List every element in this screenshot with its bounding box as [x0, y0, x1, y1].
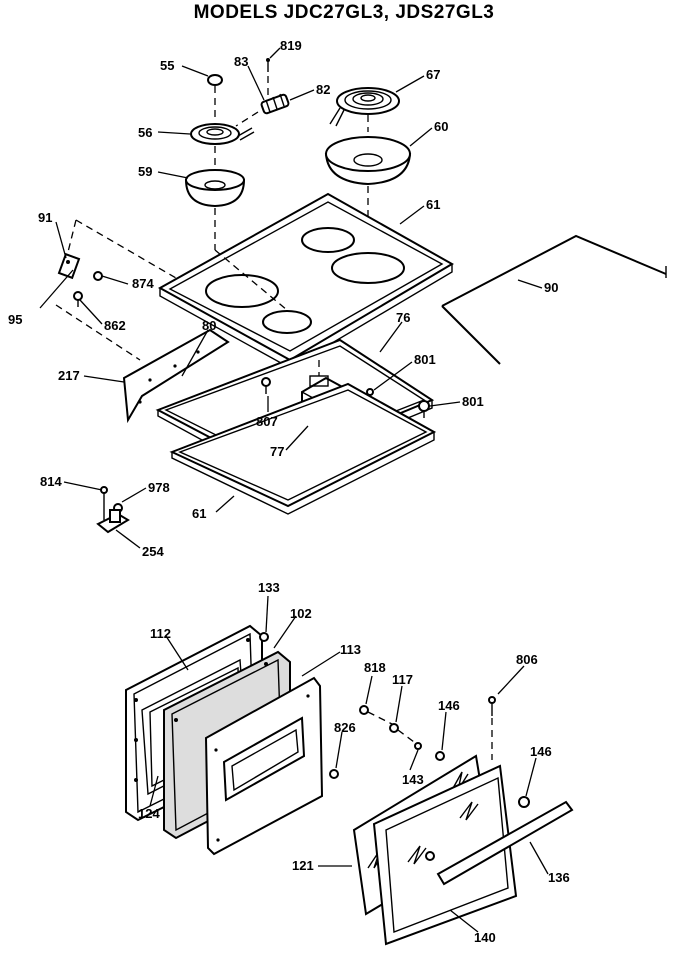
label-121: 121: [292, 858, 314, 873]
part-56-small-surface-unit: [190, 123, 255, 145]
part-146-spacer-2: [518, 796, 530, 808]
part-67-large-surface-unit: [329, 87, 400, 127]
part-60-large-drip-pan: [324, 136, 412, 186]
label-91: 91: [38, 210, 52, 225]
part-217-bracket: [122, 328, 230, 424]
part-55-cap: [207, 74, 223, 122]
label-61-bottom: 61: [192, 506, 206, 521]
label-217: 217: [58, 368, 80, 383]
label-80: 80: [202, 318, 216, 333]
label-82: 82: [316, 82, 330, 97]
part-136-trim: [436, 800, 574, 886]
label-59: 59: [138, 164, 152, 179]
leader-lines: [55, 47, 549, 933]
part-61-cooktop: [157, 192, 454, 369]
part-807-screw: [261, 377, 271, 394]
part-61-bottom-panel: [169, 382, 437, 515]
part-862-screw: [73, 291, 83, 307]
label-143: 143: [402, 772, 424, 787]
label-254: 254: [142, 544, 164, 559]
label-146-a: 146: [438, 698, 460, 713]
label-140: 140: [474, 930, 496, 945]
label-874: 874: [132, 276, 154, 291]
label-806: 806: [516, 652, 538, 667]
label-67: 67: [426, 67, 440, 82]
part-143-spacer: [414, 742, 422, 750]
label-814: 814: [40, 474, 62, 489]
label-112: 112: [150, 626, 171, 641]
label-978: 978: [148, 480, 170, 495]
part-117-spacer: [389, 723, 399, 733]
part-82-terminal-block: [260, 93, 290, 115]
part-826-screw: [329, 769, 339, 779]
part-801-screw: [366, 388, 430, 418]
label-77: 77: [270, 444, 284, 459]
label-76: 76: [396, 310, 410, 325]
part-819-screw: [266, 58, 270, 72]
label-55: 55: [160, 58, 174, 73]
part-133-screw: [259, 632, 269, 642]
label-102: 102: [290, 606, 312, 621]
part-146-spacer: [435, 751, 445, 761]
part-140-window-frame: [372, 764, 518, 946]
label-117: 117: [392, 672, 413, 687]
part-113-outer-panel: [204, 676, 324, 856]
label-136: 136: [548, 870, 570, 885]
label-807: 807: [256, 414, 278, 429]
label-83: 83: [234, 54, 248, 69]
part-254-clip: [96, 486, 130, 534]
part-818-screw: [359, 705, 369, 715]
label-818: 818: [364, 660, 386, 675]
label-124: 124: [138, 806, 160, 821]
label-826: 826: [334, 720, 356, 735]
label-113: 113: [340, 642, 361, 657]
label-819: 819: [280, 38, 302, 53]
label-801-a: 801: [414, 352, 436, 367]
part-91-hinge: [57, 252, 81, 280]
part-90-support-rod: [441, 234, 667, 365]
label-61-top: 61: [426, 197, 440, 212]
part-874-screw: [93, 271, 103, 281]
part-59-small-drip-pan: [184, 169, 246, 208]
diagram-title: MODELS JDC27GL3, JDS27GL3: [193, 2, 495, 23]
label-133: 133: [258, 580, 280, 595]
label-60: 60: [434, 119, 448, 134]
part-806-screw: [488, 696, 496, 760]
callout-labels: 55 83 819 82 67 56 60 59 61 91 874 90 95…: [8, 38, 570, 945]
label-95: 95: [8, 312, 22, 327]
label-90: 90: [544, 280, 558, 295]
label-801-b: 801: [462, 394, 484, 409]
label-862: 862: [104, 318, 126, 333]
label-56: 56: [138, 125, 152, 140]
label-146-b: 146: [530, 744, 552, 759]
